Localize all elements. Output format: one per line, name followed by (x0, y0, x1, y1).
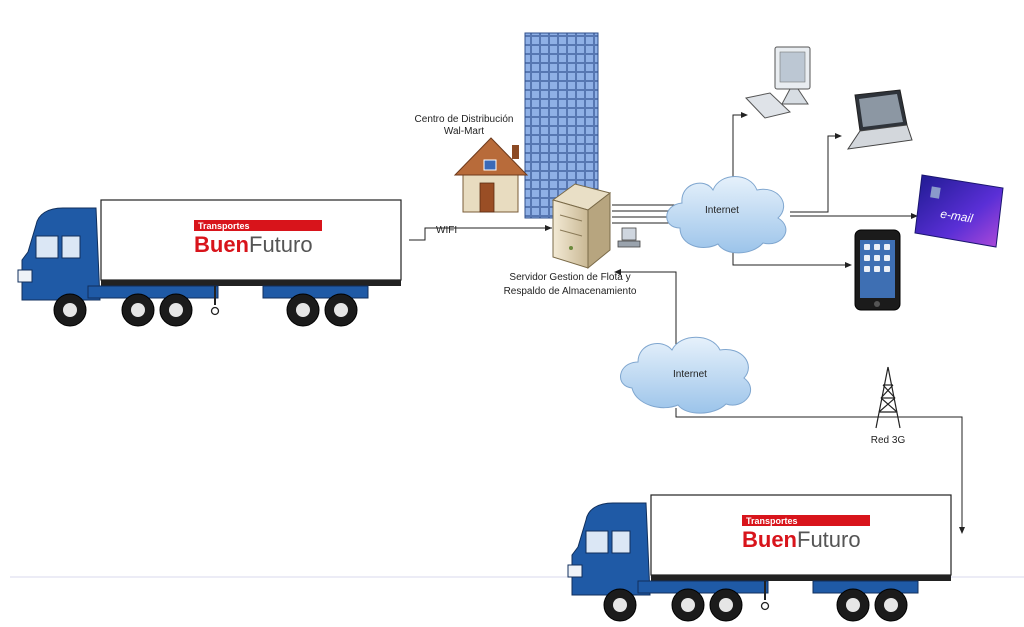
brand-name: BuenFuturo (194, 232, 313, 257)
distribution-center-label-2: Wal-Mart (444, 126, 484, 137)
cloud-icon-bottom (620, 336, 751, 414)
brand-logo: Transportes BuenFuturo (742, 515, 870, 552)
connections (409, 112, 965, 534)
house-icon (453, 137, 529, 213)
cloud-icon-top (666, 176, 787, 254)
internet-bottom-label: Internet (673, 369, 707, 380)
link-internet-tower (675, 408, 888, 418)
workstation-icon (617, 227, 641, 248)
email-label: e-mail (939, 207, 974, 226)
brand-name: BuenFuturo (742, 527, 861, 552)
distribution-center-label-1: Centro de Distribución (415, 114, 514, 125)
link-to-desktop (732, 114, 745, 180)
server-icon (551, 183, 612, 270)
internet-top-label: Internet (705, 205, 739, 216)
server-label-1: Servidor Gestion de Flota y (509, 272, 630, 283)
email-icon: e-mail (914, 174, 1004, 248)
brand-top-label: Transportes (746, 516, 798, 526)
brand-logo: Transportes BuenFuturo (194, 220, 322, 257)
desktop-computer-icon (745, 46, 811, 119)
red3g-label: Red 3G (871, 435, 906, 446)
wifi-label: WIFI (436, 225, 457, 236)
wifi-link-line (409, 227, 552, 241)
link-internet-server (618, 271, 677, 345)
trailer-body (650, 494, 952, 576)
smartphone-icon (854, 229, 901, 311)
trailer-body (100, 199, 402, 281)
laptop-icon (846, 89, 913, 150)
server-label-2: Respaldo de Almacenamiento (504, 286, 637, 297)
cell-tower-icon (875, 366, 901, 429)
link-to-laptop (790, 135, 838, 213)
truck-1: Transportes BuenFuturo (17, 199, 402, 327)
truck-2: Transportes BuenFuturo (567, 494, 952, 622)
brand-top-label: Transportes (198, 221, 250, 231)
link-tower-truck (888, 416, 963, 530)
